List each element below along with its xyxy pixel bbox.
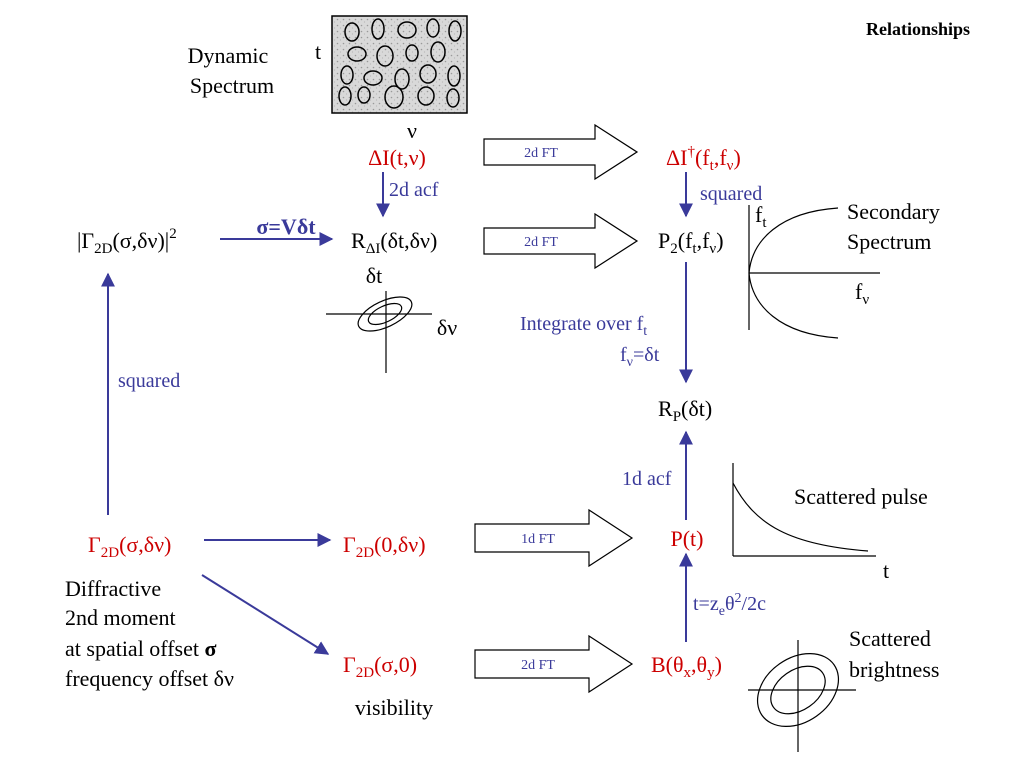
ft-arrow-bottom-label: 2d FT: [521, 658, 555, 673]
acf-inset: δt δν: [326, 263, 457, 373]
diffractive-caption: Diffractive 2nd moment at spatial offset…: [65, 576, 234, 691]
node-gamma-dnu: Γ2D(0,δν): [343, 532, 426, 561]
scattered-brightness-line2: brightness: [849, 657, 939, 682]
secondary-axis-fnu: fν: [855, 279, 869, 308]
pulse-axis-t: t: [883, 558, 889, 583]
page-title: Relationships: [866, 19, 970, 39]
diffractive-line2: 2nd moment: [65, 605, 176, 630]
ft-arrow-top-label: 2d FT: [524, 146, 558, 161]
scattered-pulse-label: Scattered pulse: [794, 484, 928, 509]
dynamic-spectrum-label-line1: Dynamic: [188, 43, 269, 68]
label-squared-left: squared: [118, 370, 180, 392]
dynamic-spectrum-image: [331, 15, 468, 114]
node-rp: RP(δt): [658, 396, 712, 425]
ft-arrow-acf: 2d FT: [483, 212, 639, 270]
diffractive-line3: at spatial offset σ: [65, 636, 217, 661]
ft-arrow-acf-label: 2d FT: [524, 235, 558, 250]
secondary-spectrum-arc: [748, 207, 839, 339]
dynamic-spectrum-axis-t: t: [315, 39, 321, 64]
arrow-to-gamma-sigma: [201, 574, 330, 655]
label-squared-top: squared: [700, 183, 762, 205]
ft-arrow-top: 2d FT: [483, 123, 639, 181]
visibility-label: visibility: [355, 695, 433, 720]
secondary-spectrum-label-line2: Spectrum: [847, 229, 931, 254]
node-r-delta-i: RΔI(δt,δν): [351, 228, 437, 257]
node-gamma-modsq: |Γ2D(σ,δν)|2: [77, 226, 177, 257]
label-integrate-line2: fν=δt: [620, 344, 660, 370]
node-delta-i: ΔI(t,ν): [368, 145, 426, 170]
label-integrate-line1: Integrate over ft: [520, 313, 647, 339]
node-p2: P2(ft,fν): [658, 228, 724, 257]
pulse-curve: [732, 482, 869, 552]
node-brightness: B(θx,θy): [651, 652, 722, 681]
ft-arrow-1d-label: 1d FT: [521, 532, 555, 547]
secondary-axis-ft: ft: [755, 202, 767, 231]
label-sigma-vdt: σ=Vδt: [256, 214, 316, 239]
ft-arrow-bottom: 2d FT: [474, 634, 634, 694]
acf-axis-dnu: δν: [437, 315, 457, 340]
dynamic-spectrum-inset: Dynamic Spectrum t ν: [188, 15, 468, 143]
node-gamma-full: Γ2D(σ,δν): [88, 532, 171, 561]
node-p-t: P(t): [671, 526, 704, 551]
node-delta-i-ft: ΔI†(ft,fν): [666, 144, 741, 174]
acf-axis-dt: δt: [366, 263, 382, 288]
ft-arrow-1d: 1d FT: [474, 508, 634, 568]
label-acf-1d: 1d acf: [622, 468, 672, 490]
diffractive-line1: Diffractive: [65, 576, 161, 601]
secondary-spectrum-inset: ft Secondary Spectrum fν: [748, 199, 940, 339]
scattered-brightness-inset: Scattered brightness: [748, 626, 939, 752]
label-acf-2d: 2d acf: [389, 179, 439, 201]
node-gamma-sigma: Γ2D(σ,0): [343, 652, 417, 681]
dynamic-spectrum-axis-nu: ν: [407, 118, 417, 143]
scattered-brightness-line1: Scattered: [849, 626, 931, 651]
scattered-pulse-inset: Scattered pulse t: [732, 463, 928, 583]
diffractive-line4: frequency offset δν: [65, 666, 234, 691]
dynamic-spectrum-label-line2: Spectrum: [190, 73, 274, 98]
label-t-eq: t=zeθ2/2c: [693, 591, 766, 619]
secondary-spectrum-label-line1: Secondary: [847, 199, 940, 224]
